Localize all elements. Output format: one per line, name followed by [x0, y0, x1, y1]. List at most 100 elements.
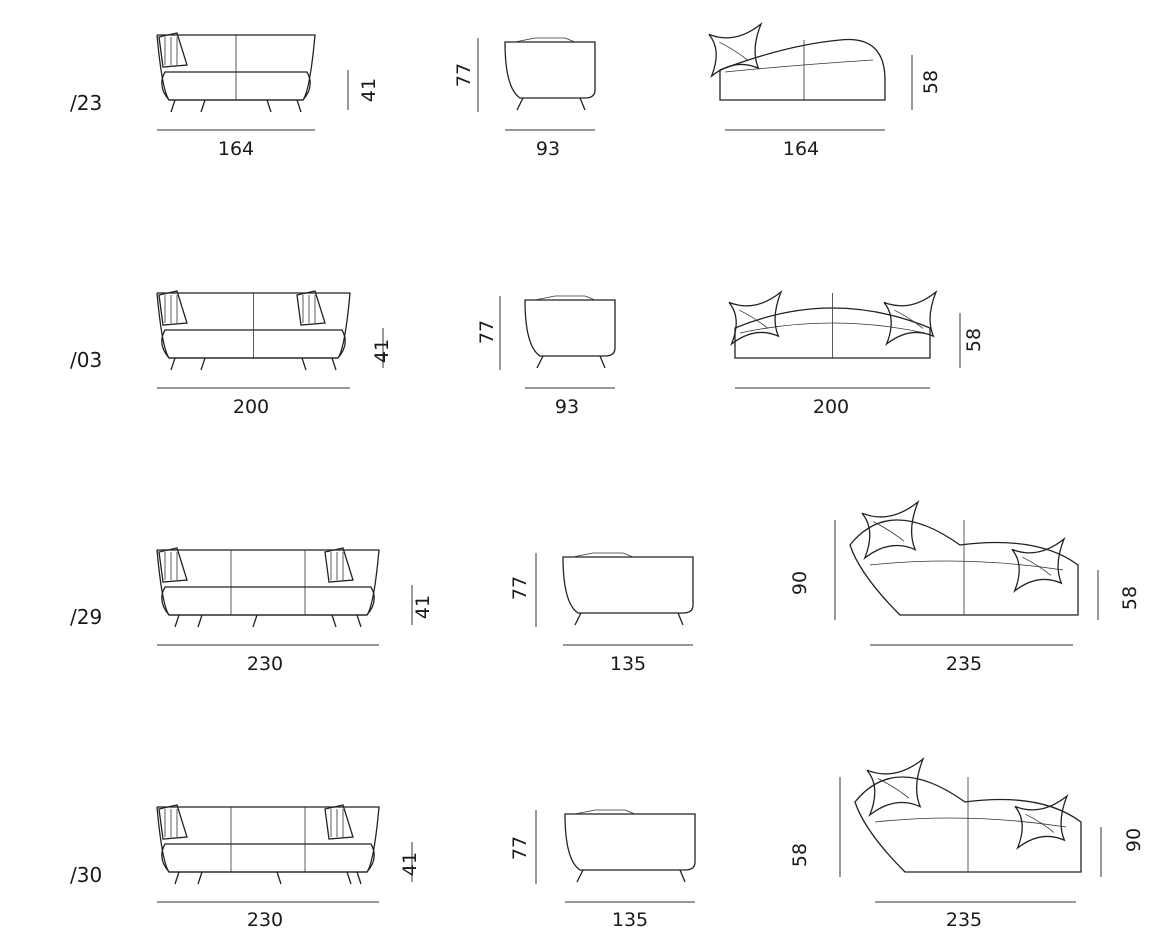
sofa-side-body [562, 556, 694, 614]
throw-pillow [861, 499, 920, 560]
sofa-side-pillow [534, 295, 596, 301]
sofa-leg [197, 871, 203, 885]
seat-height: 41 [371, 339, 393, 363]
back-pillow [158, 547, 188, 583]
sofa-leg [170, 357, 176, 371]
sofa-leg [276, 871, 282, 885]
chaise-depth: 90 [1123, 828, 1145, 852]
front-width: 230 [247, 909, 283, 931]
sofa-leg [301, 357, 307, 371]
top-width: 235 [946, 653, 982, 675]
seat-height: 41 [412, 595, 434, 619]
throw-pillow [883, 289, 938, 346]
front-width: 200 [233, 396, 269, 418]
pillow-crease [1022, 556, 1052, 576]
sofa-leg [679, 869, 686, 883]
sofa-seat-cushion [161, 586, 375, 616]
side-height: 77 [476, 320, 498, 344]
sofa-leg [599, 355, 606, 369]
pillow-crease [873, 521, 905, 542]
sofa-leg [266, 99, 272, 113]
sofa-side-pillow [574, 809, 636, 815]
sofa-seat-cushion [161, 843, 375, 873]
sofa-leg [356, 614, 362, 628]
sofa-leg [200, 357, 206, 371]
sofa-leg [331, 357, 337, 371]
back-pillow [324, 547, 354, 583]
sofa-leg [252, 614, 258, 628]
chaise-depth: 90 [789, 571, 811, 595]
sofa-leg [536, 355, 544, 369]
side-height: 77 [509, 576, 531, 600]
pillow-crease [878, 778, 910, 799]
sofa-leg [579, 97, 586, 111]
back-pillow [158, 32, 188, 68]
throw-pillow [708, 21, 763, 78]
sofa-side-pillow [514, 37, 576, 43]
sofa-top-outline [849, 519, 1079, 616]
back-pillow [324, 804, 354, 840]
sofa-top-outline [719, 38, 886, 101]
sofa-side-pillow [572, 552, 634, 558]
side-depth: 135 [610, 653, 646, 675]
top-depth: 58 [963, 328, 985, 352]
sofa-leg [677, 612, 684, 626]
sofa-leg [170, 99, 176, 113]
model-code: /23 [70, 91, 102, 115]
seat-front-edge [724, 59, 874, 73]
throw-pillow [1011, 536, 1066, 593]
sofa-leg [576, 869, 584, 883]
top-width: 235 [946, 909, 982, 931]
pillow-crease [739, 309, 769, 329]
back-pillow [158, 290, 188, 326]
throw-pillow [1014, 793, 1069, 850]
sofa-top-outline [734, 307, 931, 359]
sofa-side-body [524, 299, 616, 357]
top-width: 200 [813, 396, 849, 418]
seat-front-edge [874, 817, 1067, 828]
side-height: 77 [509, 836, 531, 860]
side-depth: 93 [536, 138, 560, 160]
sofa-leg [356, 871, 362, 885]
top-depth: 58 [789, 843, 811, 867]
back-pillow [158, 804, 188, 840]
pillow-crease [1025, 813, 1055, 833]
model-code: /30 [70, 863, 102, 887]
pillow-crease [719, 41, 749, 61]
seat-height: 41 [399, 852, 421, 876]
sofa-side-body [504, 41, 596, 99]
throw-pillow [866, 756, 925, 817]
sofa-side-body [564, 813, 696, 871]
sofa-leg [346, 871, 352, 885]
seat-height: 41 [358, 78, 380, 102]
pillow-crease [894, 309, 924, 329]
sofa-seat-cushion [161, 71, 311, 101]
sofa-leg [331, 614, 337, 628]
sofa-leg [516, 97, 524, 111]
sofa-leg [296, 99, 302, 113]
back-pillow [296, 290, 326, 326]
sofa-leg [174, 614, 180, 628]
side-depth: 93 [555, 396, 579, 418]
sofa-seat-cushion [161, 329, 346, 359]
sofa-leg [200, 99, 206, 113]
front-width: 164 [218, 138, 254, 160]
sofa-front-back [156, 549, 380, 616]
throw-pillow [728, 289, 783, 346]
sofa-shapes [156, 21, 1102, 903]
model-code: /29 [70, 605, 102, 629]
seat-front-edge [869, 560, 1064, 571]
sofa-front-back [156, 806, 380, 873]
model-code: /03 [70, 348, 102, 372]
side-height: 77 [453, 63, 475, 87]
sofa-leg [174, 871, 180, 885]
side-depth: 135 [612, 909, 648, 931]
top-width: 164 [783, 138, 819, 160]
top-depth: 58 [920, 70, 942, 94]
sofa-leg [574, 612, 582, 626]
front-width: 230 [247, 653, 283, 675]
sofa-top-outline [854, 776, 1082, 873]
sofa-leg [197, 614, 203, 628]
top-depth: 58 [1119, 586, 1141, 610]
